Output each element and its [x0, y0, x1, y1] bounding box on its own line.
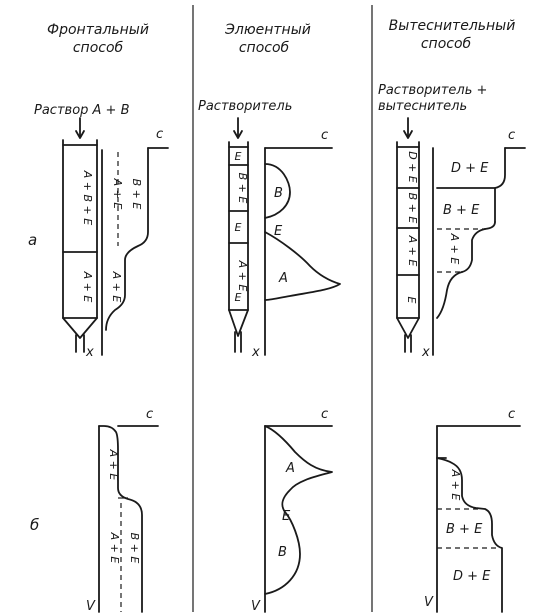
row-label-b: б — [30, 516, 39, 534]
elution-peak-label: B — [274, 186, 283, 201]
elution-profile — [264, 147, 341, 356]
displacement-profile-label: A + E — [448, 233, 461, 265]
elution-title: Элюентный — [224, 22, 311, 38]
displacement-zone-label: A + E — [406, 235, 419, 267]
displacement-profile — [432, 147, 526, 356]
elution-chromatogram — [264, 425, 333, 613]
displacement-chrom-label: A + E — [449, 469, 462, 501]
displacement-chrom-label: B + E — [446, 522, 483, 537]
frontal-chrom-label: A + E — [108, 532, 121, 564]
input-arrow — [403, 117, 413, 139]
axis-v-label: V — [424, 595, 434, 610]
displacement-zone-label: D + E — [406, 151, 419, 183]
displacement-zone-label: E — [405, 297, 418, 304]
axis-v-label: V — [86, 599, 96, 614]
displacement-subtitle: способ — [421, 36, 472, 52]
frontal-chrom-label: B + E — [128, 533, 141, 564]
elution-peak-label: A — [278, 271, 288, 286]
frontal-profile-label: A + E — [111, 178, 124, 210]
frontal-input-label: Раствор A + B — [34, 103, 130, 118]
frontal-chromatogram — [98, 425, 159, 613]
displacement-chrom-label: D + E — [453, 569, 491, 584]
frontal-chrom-label: A + E — [107, 449, 120, 481]
axis-c-label: c — [508, 407, 515, 422]
elution-zone-label: E — [235, 291, 242, 304]
elution-chrom-peak-label: B — [278, 545, 287, 560]
elution-column — [228, 141, 249, 353]
elution-chrom-peak-label: E — [282, 509, 291, 524]
displacement-zone-label: B + E — [406, 193, 419, 224]
axis-c-label: c — [146, 407, 153, 422]
elution-subtitle: способ — [239, 40, 290, 56]
axis-c-label: c — [508, 128, 515, 143]
frontal-profile — [101, 147, 169, 356]
axis-x-label: x — [85, 345, 94, 360]
row-label-a: а — [28, 231, 37, 249]
axis-c-label: c — [321, 128, 328, 143]
displacement-profile-label: B + E — [443, 203, 480, 218]
input-arrow — [75, 117, 85, 139]
axis-c-label: c — [156, 127, 163, 142]
axis-v-label: V — [251, 599, 261, 614]
frontal-zone-label: A + B + E — [81, 170, 94, 225]
displacement-input-label: вытеснитель — [378, 99, 467, 114]
elution-zone-label: E — [235, 221, 242, 234]
displacement-input-label: Растворитель + — [378, 83, 487, 98]
frontal-subtitle: способ — [73, 40, 124, 56]
displacement-chromatogram — [436, 425, 521, 613]
axis-x-label: x — [421, 345, 430, 360]
elution-zone-label: B + E — [236, 173, 249, 204]
frontal-title: Фронтальный — [47, 22, 149, 38]
axis-x-label: x — [251, 345, 260, 360]
elution-input-label: Растворитель — [198, 99, 292, 114]
frontal-profile-label: A + E — [110, 271, 123, 303]
frontal-column — [62, 139, 98, 353]
displacement-profile-label: D + E — [451, 161, 489, 176]
elution-zone-label: A + E — [236, 260, 249, 292]
elution-peak-label: E — [274, 224, 283, 239]
displacement-title: Вытеснительный — [389, 18, 516, 34]
frontal-zone-label: A + E — [81, 271, 94, 303]
elution-zone-label: E — [235, 150, 242, 163]
input-arrow — [233, 117, 243, 139]
frontal-profile-label: B + E — [130, 179, 143, 210]
displacement-column — [396, 141, 420, 353]
axis-c-label: c — [321, 407, 328, 422]
elution-chrom-peak-label: A — [285, 461, 295, 476]
